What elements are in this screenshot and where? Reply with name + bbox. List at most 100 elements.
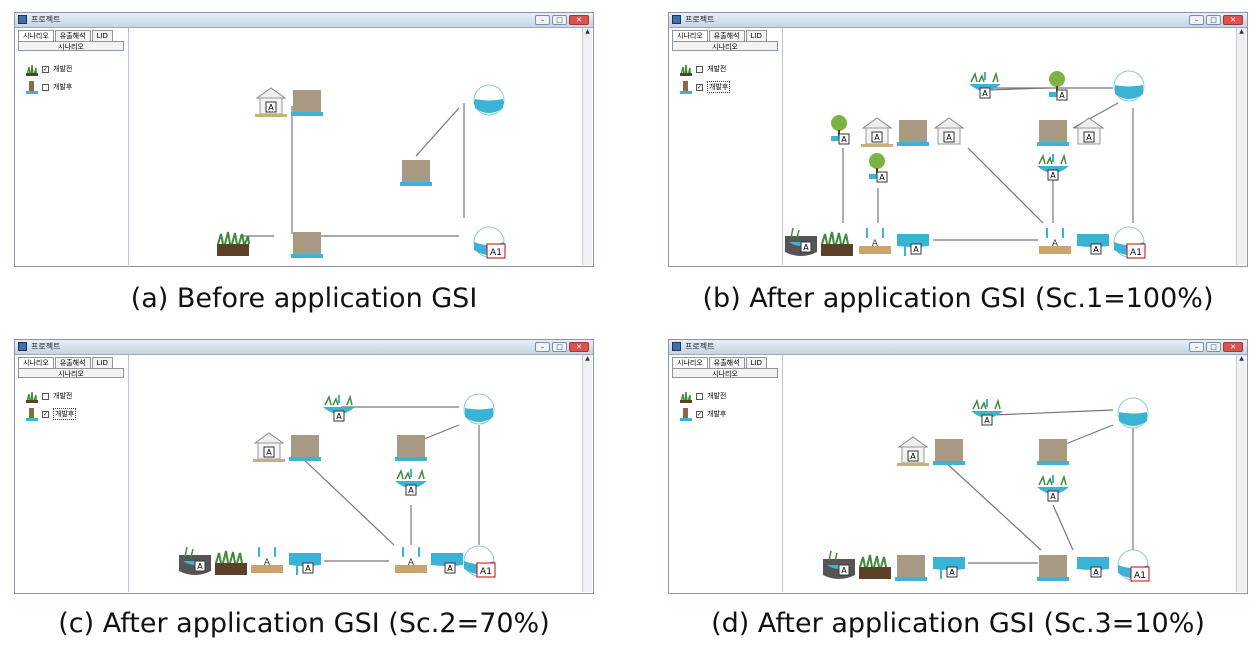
tab-scenario[interactable]: 시나리오 xyxy=(672,357,708,369)
house-icon[interactable]: A xyxy=(931,112,967,148)
soil-icon[interactable] xyxy=(931,431,967,467)
soil-icon[interactable] xyxy=(895,112,931,148)
soil-icon[interactable] xyxy=(289,224,325,260)
scenario-item-after[interactable]: ✓ 개발후 xyxy=(680,407,726,421)
tab-scenario[interactable]: 시나리오 xyxy=(18,357,54,369)
checkbox-after[interactable] xyxy=(42,83,49,91)
close-button[interactable]: ✕ xyxy=(569,342,589,352)
scenario-item-before[interactable]: 개발전 xyxy=(26,389,72,403)
grass-icon[interactable] xyxy=(857,547,893,583)
checkbox-before[interactable] xyxy=(696,392,703,400)
tab-runoff[interactable]: 유출해석 xyxy=(54,30,91,42)
scenario-item-before[interactable]: 개발전 xyxy=(680,62,726,76)
title-bar[interactable]: 프로젝트 – □ ✕ xyxy=(669,340,1247,355)
title-bar[interactable]: 프로젝트 – □ ✕ xyxy=(15,340,593,355)
infiltration-icon[interactable]: A xyxy=(857,224,893,260)
minimize-button[interactable]: – xyxy=(1189,15,1204,25)
outlet-icon[interactable] xyxy=(471,82,507,118)
swale-icon[interactable]: A xyxy=(1035,471,1071,507)
vertical-scrollbar[interactable]: ▲ xyxy=(582,28,592,265)
gutter-icon[interactable]: A xyxy=(1075,547,1111,583)
scroll-up-icon[interactable]: ▲ xyxy=(585,355,590,362)
close-button[interactable]: ✕ xyxy=(1223,342,1243,352)
rain-garden-icon[interactable]: A xyxy=(783,224,819,260)
pond-icon[interactable]: A1 xyxy=(471,224,507,260)
tab-scenario[interactable]: 시나리오 xyxy=(18,30,54,42)
swale-icon[interactable]: A xyxy=(393,465,429,501)
tree-icon[interactable]: A xyxy=(1039,68,1075,104)
pond-icon[interactable]: A1 xyxy=(1115,547,1151,583)
soil-icon[interactable] xyxy=(398,152,434,188)
scroll-up-icon[interactable]: ▲ xyxy=(1239,355,1244,362)
vertical-scrollbar[interactable]: ▲ xyxy=(1236,355,1246,592)
scenario-item-before[interactable]: 개발전 xyxy=(680,389,726,403)
infiltration-icon[interactable]: A xyxy=(249,543,285,579)
grass-icon[interactable] xyxy=(819,224,855,260)
title-bar[interactable]: 프로젝트 – □ ✕ xyxy=(15,13,593,28)
minimize-button[interactable]: – xyxy=(1189,342,1204,352)
gutter-icon[interactable]: A xyxy=(931,547,967,583)
swale-icon[interactable]: A xyxy=(969,395,1005,431)
tab-lid[interactable]: LID xyxy=(745,357,767,369)
scenario-item-after[interactable]: ✓ 개발후 xyxy=(26,407,77,421)
outlet-icon[interactable] xyxy=(1111,68,1147,104)
title-bar[interactable]: 프로젝트 – □ ✕ xyxy=(669,13,1247,28)
close-button[interactable]: ✕ xyxy=(569,15,589,25)
soil-icon[interactable] xyxy=(393,427,429,463)
maximize-button[interactable]: □ xyxy=(552,342,567,352)
pond-icon[interactable]: A1 xyxy=(461,543,497,579)
scenario-item-after[interactable]: 개발후 xyxy=(26,80,72,94)
tree-icon[interactable]: A xyxy=(821,112,857,148)
tab-runoff[interactable]: 유출해석 xyxy=(708,30,745,42)
tab-lid[interactable]: LID xyxy=(745,30,767,42)
network-canvas[interactable]: A A A A A A A A A A A A A A1 xyxy=(783,28,1237,265)
rain-garden-icon[interactable]: A xyxy=(177,543,213,579)
checkbox-before[interactable] xyxy=(42,392,49,400)
checkbox-after[interactable]: ✓ xyxy=(696,83,703,91)
gutter-icon[interactable]: A xyxy=(287,543,323,579)
soil-icon[interactable] xyxy=(1035,547,1071,583)
swale-icon[interactable]: A xyxy=(967,68,1003,104)
checkbox-before[interactable] xyxy=(696,65,703,73)
vertical-scrollbar[interactable]: ▲ xyxy=(582,355,592,592)
close-button[interactable]: ✕ xyxy=(1223,15,1243,25)
rain-garden-icon[interactable]: A xyxy=(821,547,857,583)
tab-scenario[interactable]: 시나리오 xyxy=(672,30,708,42)
swale-icon[interactable]: A xyxy=(321,391,357,427)
maximize-button[interactable]: □ xyxy=(552,15,567,25)
tree-icon[interactable]: A xyxy=(859,150,895,186)
house-icon[interactable]: A xyxy=(895,431,931,467)
checkbox-before[interactable]: ✓ xyxy=(42,65,49,73)
network-canvas[interactable]: A A A A A A A A A1 xyxy=(129,355,583,592)
scroll-up-icon[interactable]: ▲ xyxy=(585,28,590,35)
house-icon[interactable]: A xyxy=(253,82,289,118)
outlet-icon[interactable] xyxy=(461,391,497,427)
tab-runoff[interactable]: 유출해석 xyxy=(708,357,745,369)
gutter-icon[interactable]: A xyxy=(429,543,465,579)
checkbox-after[interactable]: ✓ xyxy=(42,410,49,418)
maximize-button[interactable]: □ xyxy=(1206,342,1221,352)
outlet-icon[interactable] xyxy=(1115,395,1151,431)
swale-icon[interactable]: A xyxy=(1035,150,1071,186)
scenario-item-after[interactable]: ✓ 개발후 xyxy=(680,80,731,94)
minimize-button[interactable]: – xyxy=(535,342,550,352)
pond-icon[interactable]: A1 xyxy=(1111,224,1147,260)
tab-lid[interactable]: LID xyxy=(91,357,113,369)
soil-icon[interactable] xyxy=(289,82,325,118)
checkbox-after[interactable]: ✓ xyxy=(696,410,703,418)
scenario-item-before[interactable]: ✓ 개발전 xyxy=(26,62,72,76)
gutter-icon[interactable]: A xyxy=(1075,224,1111,260)
infiltration-icon[interactable]: A xyxy=(1037,224,1073,260)
soil-icon[interactable] xyxy=(1035,112,1071,148)
soil-icon[interactable] xyxy=(287,427,323,463)
soil-icon[interactable] xyxy=(1035,431,1071,467)
vertical-scrollbar[interactable]: ▲ xyxy=(1236,28,1246,265)
maximize-button[interactable]: □ xyxy=(1206,15,1221,25)
tab-lid[interactable]: LID xyxy=(91,30,113,42)
gutter-icon[interactable]: A xyxy=(895,224,931,260)
infiltration-icon[interactable]: A xyxy=(393,543,429,579)
tab-runoff[interactable]: 유출해석 xyxy=(54,357,91,369)
house-icon[interactable]: A xyxy=(1071,112,1107,148)
soil-icon[interactable] xyxy=(893,547,929,583)
network-canvas[interactable]: A A1 xyxy=(129,28,583,265)
